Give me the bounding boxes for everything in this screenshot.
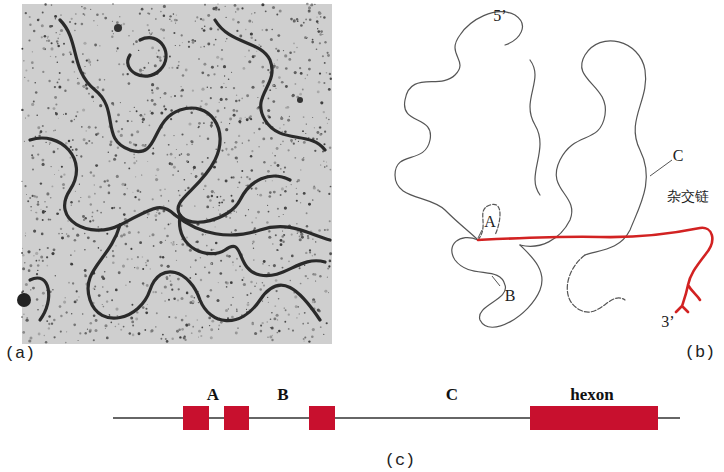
exon-boxes (183, 406, 658, 430)
strand-end-label: 5’ (493, 8, 506, 24)
gene-label: hexon (570, 386, 613, 403)
micrograph-ground (22, 4, 332, 344)
hybrid-strand-label: 杂交链 (667, 189, 709, 203)
region-label: C (673, 148, 684, 164)
region-label: B (505, 288, 516, 304)
panel-label: (a) (5, 345, 36, 362)
region-label: A (207, 386, 219, 403)
strand-end-label: 3’ (661, 314, 674, 330)
dna-strand-tracing (395, 12, 646, 328)
panel-label: (c) (385, 452, 416, 469)
panel-label: (b) (685, 344, 716, 361)
micrograph-strands (30, 20, 330, 321)
hybrid-strand (478, 228, 712, 312)
region-label: A (484, 214, 496, 230)
region-label: C (446, 386, 458, 403)
micrograph-grain (21, 3, 332, 344)
region-label: B (277, 386, 288, 403)
